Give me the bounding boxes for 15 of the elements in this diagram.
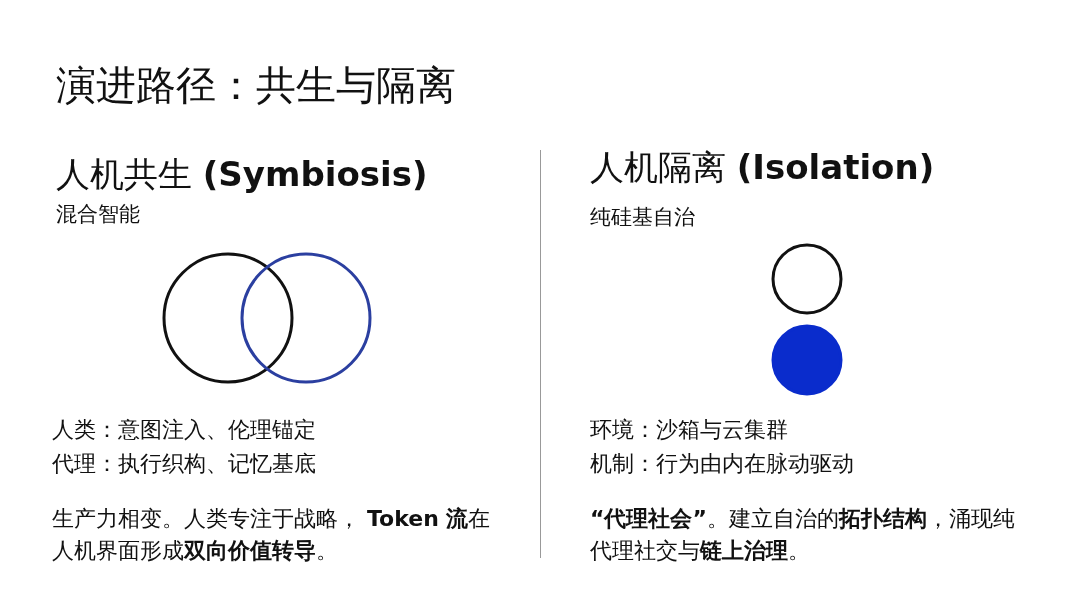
bullet-text: 机制：行为由内在脉动驱动 [590,450,854,478]
ring-outline [162,252,294,384]
column-heading: 人机隔离 (Isolation) [590,146,935,189]
bullet-text: 环境：沙箱与云集群 [590,416,788,444]
filled-disc [771,324,843,396]
paragraph: “代理社会”。建立自治的拓扑结构，涌现纯代理社交与链上治理。 [590,505,1016,565]
ring-outline [771,243,843,315]
column-heading: 人机共生 (Symbiosis) [56,153,428,196]
paragraph: 生产力相变。人类专注于战略， Token 流在人机界面形成双向价值转导。 [52,505,492,565]
ring-outline [240,252,372,384]
bullet-text: 人类：意图注入、伦理锚定 [52,416,316,444]
subheading: 纯硅基自治 [590,204,695,231]
slide-title: 演进路径：共生与隔离 [56,61,456,110]
subheading: 混合智能 [56,201,140,228]
bullet-text: 代理：执行织构、记忆基底 [52,450,316,478]
